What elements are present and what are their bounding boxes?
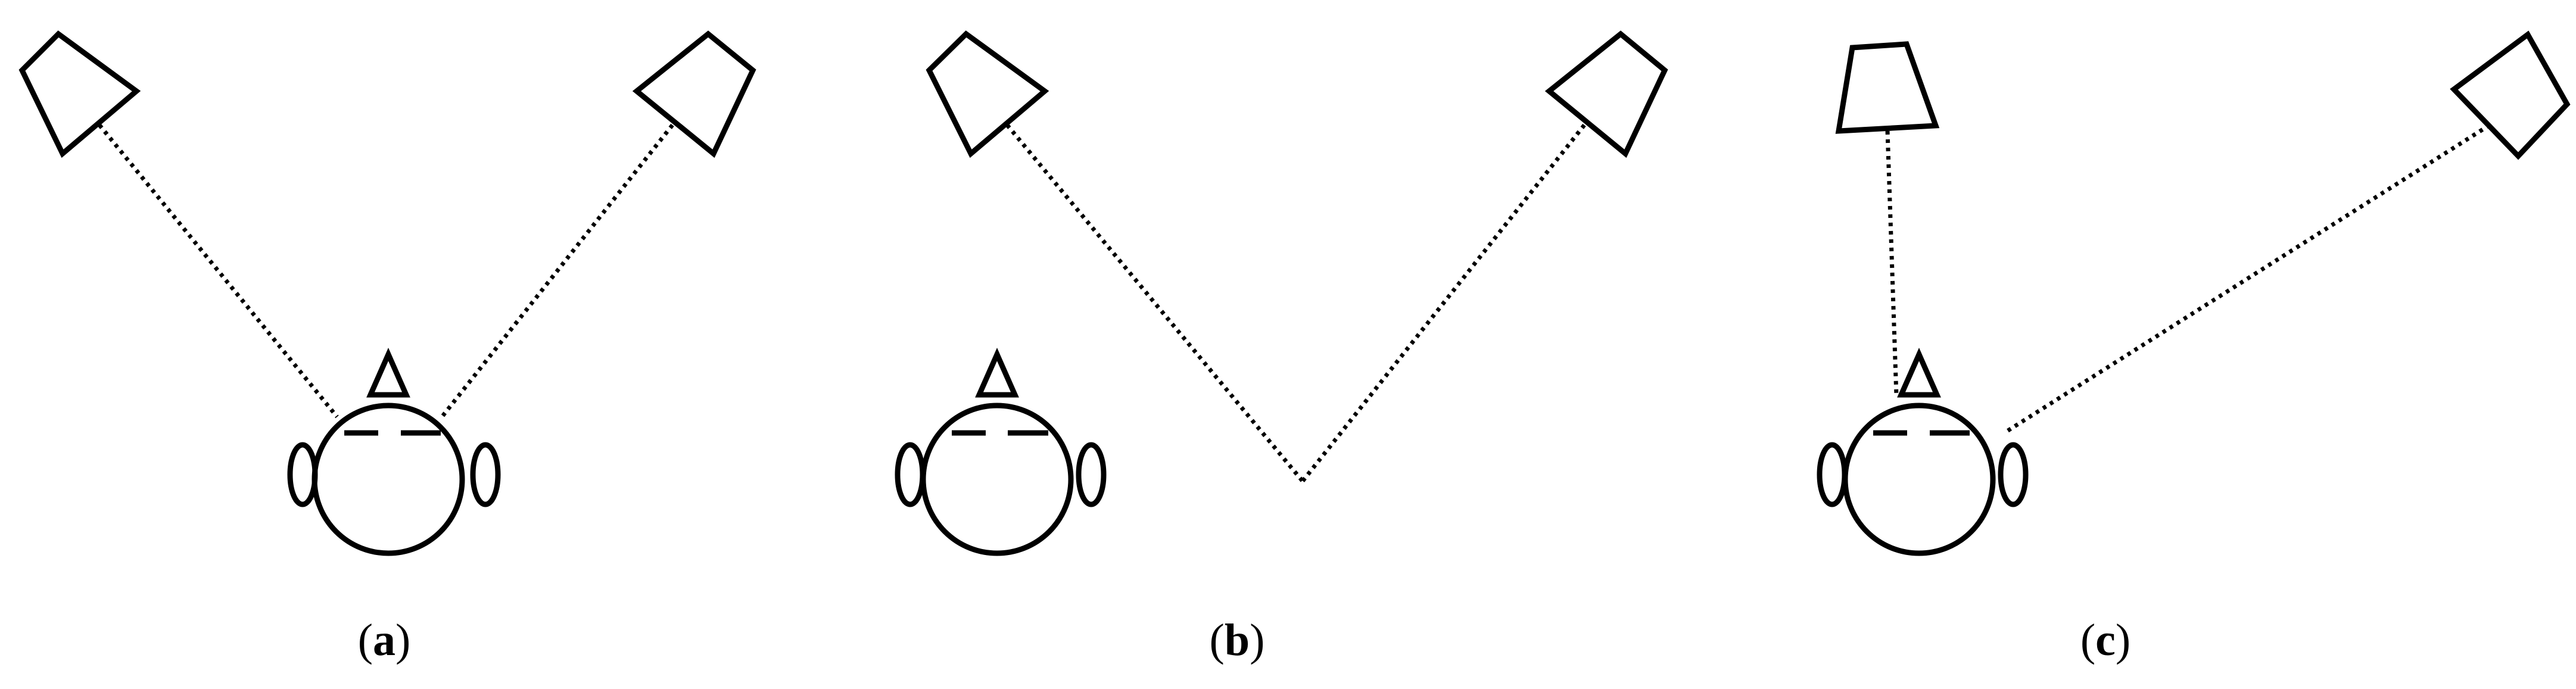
panel-label-c: (c) xyxy=(2080,615,2130,665)
loudspeaker-right-c xyxy=(2450,30,2571,160)
sound-path-top-c xyxy=(1885,130,1899,397)
loudspeaker-right-a xyxy=(632,30,756,158)
listener-head-c xyxy=(1817,347,2029,556)
loudspeaker-left-b xyxy=(926,30,1049,158)
loudspeaker-top-c xyxy=(1835,41,1940,134)
loudspeaker-left-a xyxy=(18,30,141,158)
listener-head-a xyxy=(287,347,501,556)
panel-c: (c) xyxy=(1817,30,2571,665)
nose-triangle xyxy=(1897,347,1941,398)
panel-label-b: (b) xyxy=(1210,615,1265,665)
head-circle xyxy=(1842,403,1996,556)
panel-label-a: (a) xyxy=(358,615,411,665)
sound-path-left-b xyxy=(1005,123,1304,483)
nose-triangle xyxy=(975,347,1019,398)
loudspeaker-right-b xyxy=(1544,30,1668,158)
ear-left xyxy=(895,442,926,507)
sound-path-right-c xyxy=(2003,123,2491,435)
panel-b: (b) xyxy=(895,30,1668,665)
ear-left xyxy=(1817,442,1848,507)
ear-right xyxy=(1076,442,1107,507)
panel-a: (a) xyxy=(18,30,756,665)
sound-path-right-a xyxy=(440,123,674,419)
head-circle xyxy=(920,403,1074,556)
nose-triangle xyxy=(366,347,410,398)
ear-left xyxy=(287,442,318,507)
sound-path-left-a xyxy=(98,123,339,419)
head-circle xyxy=(312,403,465,556)
listener-head-b xyxy=(895,347,1107,556)
sound-path-right-b xyxy=(1301,123,1586,483)
ear-right xyxy=(470,442,501,507)
ear-right xyxy=(1998,442,2029,507)
